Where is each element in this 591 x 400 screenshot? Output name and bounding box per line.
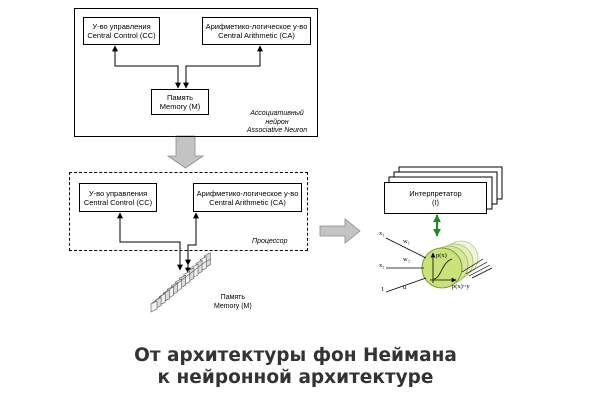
- top-memory-label-en: Memory (M): [159, 102, 201, 111]
- neuron-stack: [421, 240, 479, 289]
- processor-label: Процессор: [252, 238, 288, 245]
- weight-label-w1: w₁: [403, 238, 410, 245]
- input-label-x1: x₁: [379, 230, 385, 237]
- mid-ca-label-en: Central Arithmetic (CA): [209, 197, 286, 207]
- interpreter-box: Интерпретатор (I): [384, 182, 487, 214]
- input-label-x2: x₂: [379, 262, 385, 269]
- associative-neuron-frame: [74, 8, 318, 137]
- top-central-arithmetic-box: Арифметико-логическое у-во Central Arith…: [202, 17, 311, 45]
- connector-cc-to-memory: [112, 45, 181, 89]
- memory-cell: [150, 300, 158, 313]
- input-line-bias: [385, 277, 427, 293]
- top-ca-label-en: Central Arithmetic (CA): [218, 31, 295, 40]
- output-label: p(x)~y: [452, 283, 470, 290]
- top-memory-label-ru: Память: [166, 93, 194, 102]
- processor-frame: [69, 172, 308, 251]
- top-cc-label-ru: У-во управления: [92, 22, 151, 31]
- slide-title: От архитектуры фон Неймана к нейронной а…: [0, 345, 591, 389]
- weight-label-w2: w₂: [403, 256, 410, 263]
- interpreter-label: Интерпретатор: [409, 189, 462, 198]
- connector-ca-to-memory: [183, 45, 263, 89]
- associative-neuron-label: Ассоциативный нейрон Associative Neuron: [246, 110, 308, 134]
- top-memory-box: Память Memory (M): [151, 89, 209, 115]
- mid-cc-label-ru: У-во управления: [88, 188, 148, 198]
- top-cc-label-en: Central Control (CC): [87, 31, 156, 40]
- input-label-bias: 1: [381, 286, 385, 293]
- top-central-control-box: У-во управления Central Control (CC): [83, 17, 160, 45]
- mid-central-control-box: У-во управления Central Control (CC): [79, 183, 157, 212]
- connector-ca-to-memory-stack: [185, 212, 199, 266]
- mid-ca-label-ru: Арифметико-логическое у-во: [196, 188, 299, 198]
- memory-stack-edge: [150, 258, 212, 305]
- title-line-1: От архитектуры фон Неймана: [134, 345, 457, 366]
- title-line-2: к нейронной архитектуре: [157, 367, 434, 388]
- transition-arrow-down: [166, 135, 205, 169]
- memory-stack: [150, 252, 212, 313]
- neuron-outputs: [461, 258, 493, 279]
- mid-memory-label: Память Memory (M): [214, 294, 252, 310]
- top-ca-label-ru: Арифметико-логическое у-во: [205, 22, 308, 31]
- weight-label-u: u: [403, 284, 407, 291]
- input-line-x1: [385, 237, 427, 259]
- interpreter-sub: (I): [431, 198, 440, 207]
- connector-cc-to-memory-stack: [117, 212, 183, 271]
- mid-central-arithmetic-box: Арифметико-логическое у-во Central Arith…: [193, 183, 302, 212]
- activation-label: p(x): [436, 252, 447, 259]
- mid-cc-label-en: Central Control (CC): [83, 197, 153, 207]
- transition-arrow-right: [319, 218, 361, 244]
